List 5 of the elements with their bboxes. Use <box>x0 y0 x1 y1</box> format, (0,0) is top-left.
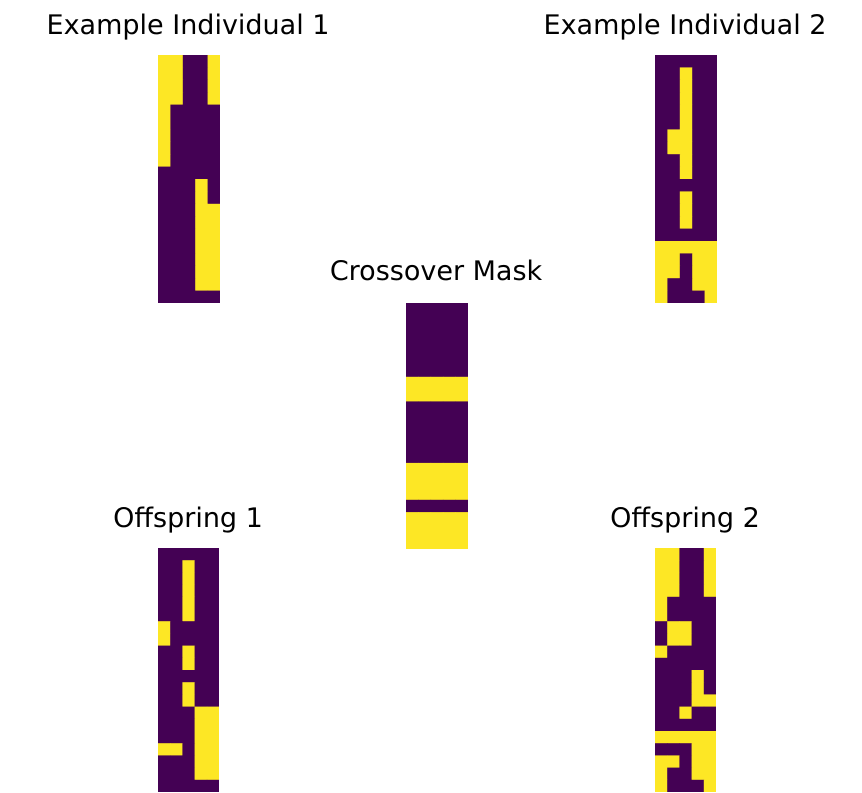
panel-title: Crossover Mask <box>330 256 542 288</box>
panel-title: Example Individual 1 <box>46 10 330 42</box>
panel-title: Example Individual 2 <box>544 10 826 42</box>
panel-title: Offspring 2 <box>610 503 760 535</box>
panel-title: Offspring 1 <box>113 503 263 535</box>
